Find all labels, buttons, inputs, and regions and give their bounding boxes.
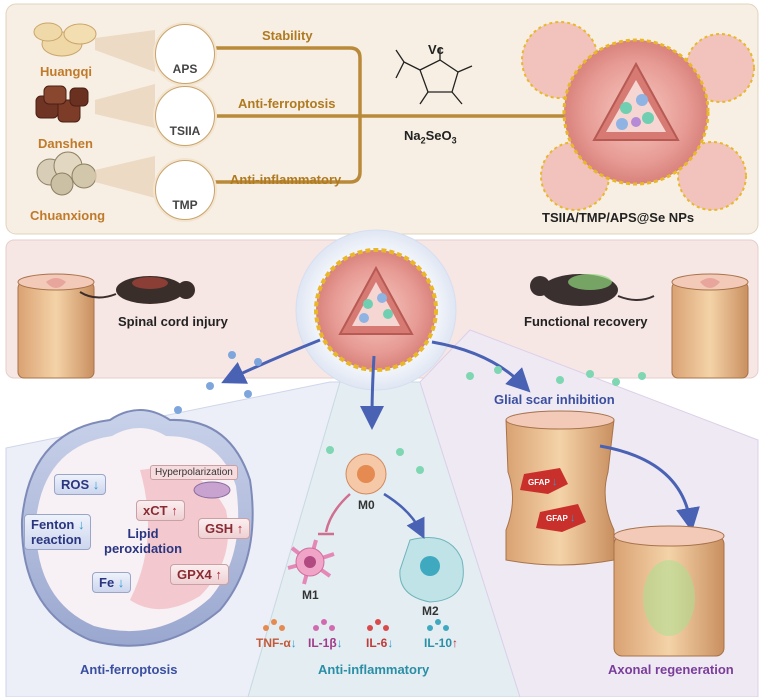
product-label: TSIIA/TMP/APS@Se NPs: [542, 210, 695, 225]
gfap-label-2: GFAP ↓: [546, 512, 575, 524]
glial-scar-cord-image: [505, 410, 615, 566]
recovery-label: Functional recovery: [524, 314, 648, 329]
gsh-label: GSH: [205, 521, 234, 536]
gpx4-up-arrow: ↑: [215, 567, 222, 582]
tnf-label: TNF-α↓: [256, 636, 297, 650]
ros-label: ROS: [61, 477, 90, 492]
gfap-label-1: GFAP ↓: [528, 476, 557, 488]
fe-label: Fe: [99, 575, 115, 590]
nanoparticle-cluster: [521, 21, 755, 211]
gfap-text-1: GFAP: [528, 478, 550, 487]
inflammation-title: Anti-inflammatory: [318, 662, 430, 677]
m1-label: M1: [302, 588, 319, 602]
ferroptosis-title: Anti-ferroptosis: [80, 662, 178, 677]
lipid-label-2: peroxidation: [104, 541, 183, 556]
xct-up-arrow: ↑: [171, 503, 178, 518]
recovered-spinal-cord-image: [671, 273, 749, 379]
xct-label: xCT: [143, 503, 168, 518]
gsh-up-arrow: ↑: [236, 521, 244, 536]
component-label: APS: [172, 62, 198, 76]
gfap-text-2: GFAP: [546, 514, 568, 523]
reagent-seo: SeO: [425, 128, 452, 143]
danshen-herb-image: [35, 85, 89, 123]
fenton-label-1: Fenton: [31, 517, 75, 532]
il6-text: IL-6: [366, 636, 388, 650]
cytokine-dots: [263, 619, 449, 631]
m2-label: M2: [422, 604, 439, 618]
m0-macrophage: [345, 453, 387, 495]
xct-box: xCT ↑: [136, 500, 185, 521]
tnf-down-arrow: ↓: [290, 636, 297, 650]
reagent-na-sub: 2: [420, 135, 426, 146]
gfap-down-arrow-1: ↓: [551, 476, 558, 488]
hyperpolarization-label: Hyperpolarization: [150, 465, 238, 480]
reagent-seo-sub: 3: [451, 135, 457, 146]
component-tmp: TMP: [155, 160, 215, 220]
reagent-na: Na: [404, 128, 421, 143]
regenerated-cord-image: [613, 525, 725, 657]
ros-down-arrow: ↓: [92, 477, 100, 492]
il6-label: IL-6↓: [366, 636, 393, 650]
recovered-rat-image: [530, 274, 655, 306]
component-aps: APS: [155, 24, 215, 84]
fenton-label-2: reaction: [31, 532, 82, 547]
lipid-label-1: Lipid: [127, 526, 159, 541]
il10-label: IL-10↑: [424, 636, 458, 650]
herb-label-danshen: Danshen: [38, 136, 93, 151]
injured-rat-image: [79, 276, 195, 304]
component-tsiia: TSIIA: [155, 86, 215, 146]
m0-label: M0: [358, 498, 375, 512]
herb-label-huangqi: Huangqi: [40, 64, 92, 79]
central-nanoparticle: [295, 229, 457, 391]
reagent-vc-label: Vc: [428, 42, 444, 57]
herb-label-chuanxiong: Chuanxiong: [30, 208, 106, 223]
effect-label-anti-inflammatory: Anti-inflammatory: [230, 172, 342, 187]
il1b-down-arrow: ↓: [336, 636, 343, 650]
ros-box: ROS ↓: [54, 474, 107, 495]
fenton-down-arrow: ↓: [77, 517, 85, 532]
regeneration-title: Axonal regeneration: [608, 662, 734, 677]
component-label: TMP: [172, 198, 198, 212]
gpx4-box: GPX4 ↑: [170, 564, 229, 585]
injured-spinal-cord-image: [17, 273, 95, 379]
injury-label: Spinal cord injury: [118, 314, 228, 329]
chuanxiong-herb-image: [36, 151, 97, 196]
m2-macrophage: [399, 537, 464, 603]
fe-box: Fe ↓: [92, 572, 132, 593]
gpx4-label: GPX4: [177, 567, 212, 582]
fe-down-arrow: ↓: [117, 575, 125, 590]
huangqi-herb-image: [33, 22, 97, 57]
il6-down-arrow: ↓: [387, 636, 394, 650]
il1b-label: IL-1β↓: [308, 636, 343, 650]
il10-text: IL-10: [424, 636, 453, 650]
il10-up-arrow: ↑: [452, 636, 459, 650]
fenton-box: Fenton ↓reaction: [24, 514, 92, 550]
component-label: TSIIA: [169, 124, 201, 138]
m1-macrophage: [287, 539, 335, 585]
effect-label-anti-ferroptosis: Anti-ferroptosis: [238, 96, 336, 111]
gsh-box: GSH ↑: [198, 518, 251, 539]
gfap-down-arrow-2: ↓: [569, 512, 576, 524]
il1b-text: IL-1β: [308, 636, 337, 650]
glial-scar-label: Glial scar inhibition: [494, 392, 615, 407]
vitamin-c-structure: [395, 48, 473, 105]
effect-label-stability: Stability: [262, 28, 313, 43]
reagent-na2seo3-label: Na2SeO3: [404, 128, 457, 146]
tnf-text: TNF-α: [256, 636, 291, 650]
